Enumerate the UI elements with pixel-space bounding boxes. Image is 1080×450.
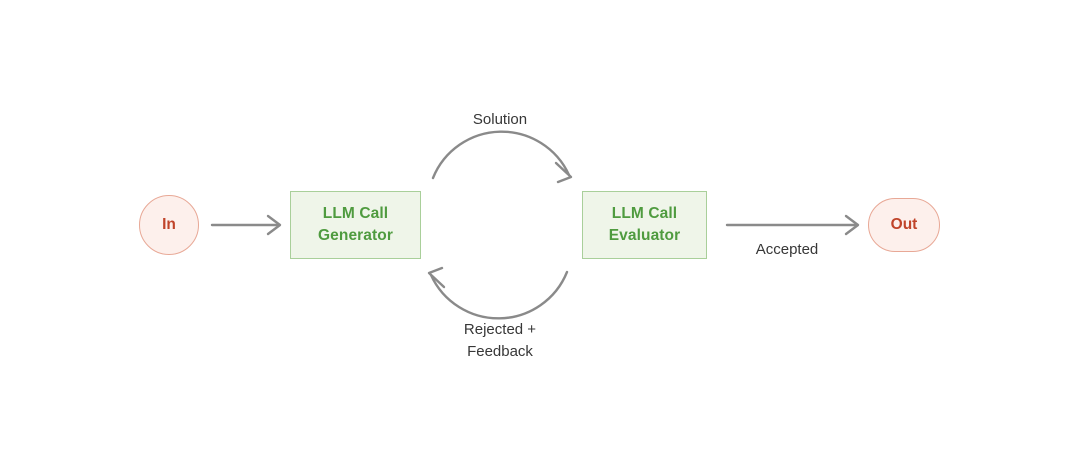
node-out[interactable]: Out xyxy=(868,198,940,252)
node-llm-call-evaluator[interactable]: LLM Call Evaluator xyxy=(582,191,707,259)
edge-generator-to-evaluator xyxy=(431,130,573,184)
edge-evaluator-to-generator-arrowhead xyxy=(427,266,446,289)
node-in[interactable]: In xyxy=(139,195,199,255)
edge-label-solution: Solution xyxy=(472,111,528,128)
node-llm-call-generator-label: LLM Call Generator xyxy=(318,204,393,244)
edge-evaluator-to-out xyxy=(725,214,860,236)
edge-label-accepted: Accepted xyxy=(755,241,819,258)
node-llm-call-evaluator-label: LLM Call Evaluator xyxy=(608,204,681,244)
edge-generator-to-evaluator-arc xyxy=(431,130,571,180)
edge-label-rejected-feedback: Rejected + Feedback xyxy=(463,321,537,360)
edge-evaluator-to-out-arrowhead xyxy=(844,214,860,236)
node-llm-call-generator[interactable]: LLM Call Generator xyxy=(290,191,421,259)
edge-evaluator-to-generator-arc xyxy=(429,270,569,320)
edge-in-to-generator-arrowhead xyxy=(266,214,282,236)
edge-generator-to-evaluator-arrowhead xyxy=(554,161,573,184)
edge-in-to-generator xyxy=(210,214,282,236)
node-in-label: In xyxy=(162,216,176,233)
edge-evaluator-to-generator xyxy=(427,266,569,320)
node-out-label: Out xyxy=(890,216,918,233)
